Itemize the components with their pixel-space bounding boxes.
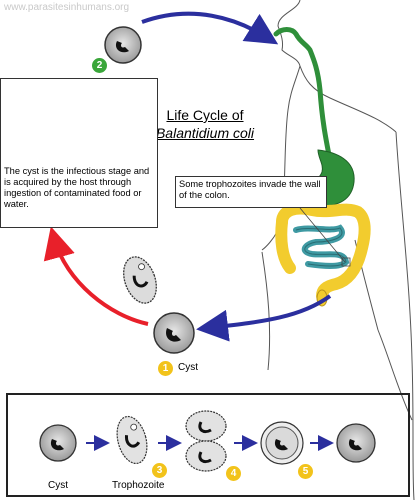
badge-4: 4: [226, 466, 241, 481]
digestive-tract: [273, 27, 371, 307]
info-box: [0, 78, 158, 228]
arrow-colon-to-cyst: [196, 294, 332, 342]
cycle-cyst-label: Cyst: [178, 362, 198, 373]
cyst-graphic-bottom: [153, 312, 195, 354]
trophozoite-graphic-cycle: [123, 256, 157, 304]
title-line-1: Life Cycle of: [166, 107, 244, 123]
stage-mature-cyst-graphic: [336, 423, 376, 463]
pointer-lines: [299, 207, 351, 267]
badge-2: 2: [92, 58, 107, 73]
badge-3: 3: [152, 463, 167, 478]
cyst-graphic-top: [104, 26, 142, 64]
stage-encysting-graphic: [260, 421, 304, 465]
stage-cyst-graphic: [39, 424, 77, 462]
arrow-cyst-to-food: [43, 226, 149, 326]
badge-5: 5: [298, 464, 313, 479]
stage-cyst-label: Cyst: [48, 480, 68, 491]
diagram-title: Life Cycle of Balantidium coli: [130, 106, 280, 142]
stage-trophozoite-label: Trophozoite: [112, 480, 165, 491]
title-line-2: Balantidium coli: [155, 125, 255, 141]
badge-1: 1: [158, 361, 173, 376]
stage-trophozoite-graphic: [116, 415, 148, 465]
stage-division-graphic: [185, 410, 227, 472]
invade-callout: Some trophozoites invade the wall of the…: [175, 176, 327, 208]
stages-panel: [6, 393, 410, 497]
watermark: www.parasitesinhumans.org: [4, 2, 130, 13]
arrow-cyst-to-mouth: [141, 11, 279, 45]
info-text: The cyst is the infectious stage and is …: [4, 166, 150, 209]
